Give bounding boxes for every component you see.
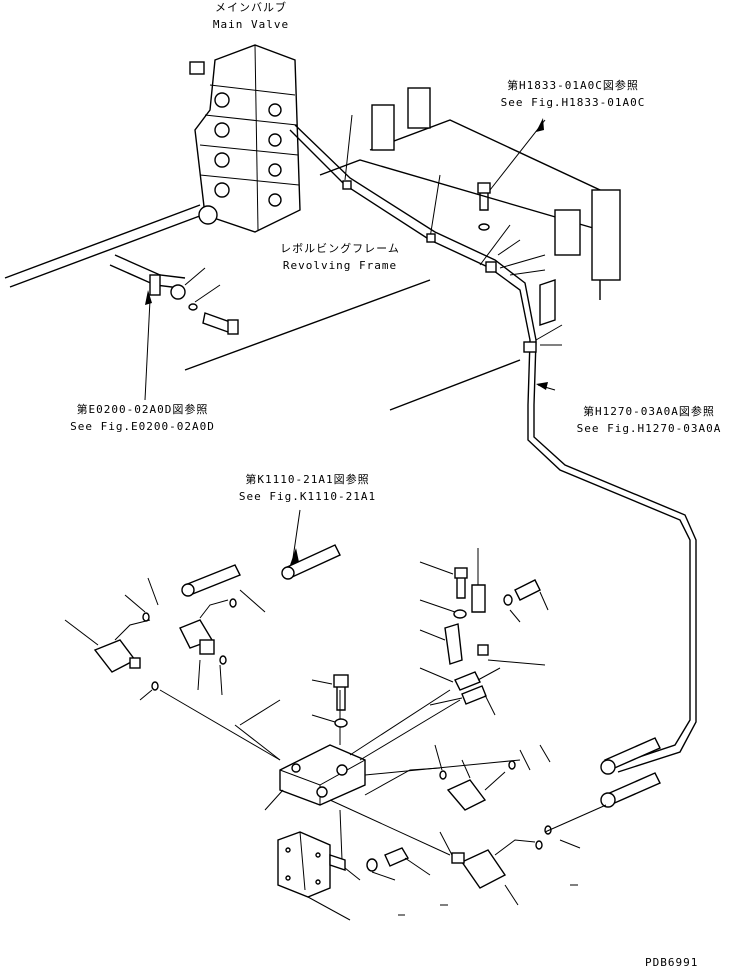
- center-elbow-fitting: [179, 599, 229, 696]
- ref-h1270-en: See Fig.H1270-03A0A: [576, 422, 722, 435]
- revolving-frame-outline: [4, 87, 621, 411]
- drawing-code: PDB6991: [645, 956, 699, 969]
- manifold-block: [159, 689, 521, 861]
- ref-h1833-jp: 第H1833-01A0C図参照: [507, 79, 639, 92]
- left-elbow-fitting: [64, 619, 159, 701]
- pressure-sensors: [419, 667, 501, 716]
- main-valve-label-en: Main Valve: [212, 18, 290, 31]
- ref-k1110-en: See Fig.K1110-21A1: [238, 490, 377, 503]
- ref-e0200-en: See Fig.E0200-02A0D: [70, 420, 215, 433]
- ref-k1110-jp: 第K1110-21A1図参照: [245, 473, 370, 486]
- leader-arrows: [145, 118, 563, 565]
- main-valve-label-jp: メインバルブ: [215, 1, 287, 14]
- ref-h1833-en: See Fig.H1833-01A0C: [500, 96, 646, 109]
- ref-h1270-jp: 第H1270-03A0A図参照: [583, 405, 715, 418]
- main-valve: [189, 44, 301, 233]
- bolt-h1833: [477, 119, 546, 231]
- ref-e0200-jp: 第E0200-02A0D図参照: [76, 403, 209, 416]
- hose-fittings-k1110: [124, 509, 341, 622]
- clamp-e0200: [109, 254, 239, 401]
- revolving-frame-label-jp: レボルビングフレーム: [280, 242, 400, 255]
- manifold-bolt: [311, 674, 349, 728]
- right-elbow-fittings: [434, 744, 581, 906]
- mounting-plate: [277, 831, 578, 921]
- revolving-frame-label-en: Revolving Frame: [282, 259, 398, 272]
- pilot-hose-route: [289, 114, 697, 773]
- hose-ends-right: [544, 737, 661, 833]
- switch-bracket: [419, 548, 549, 666]
